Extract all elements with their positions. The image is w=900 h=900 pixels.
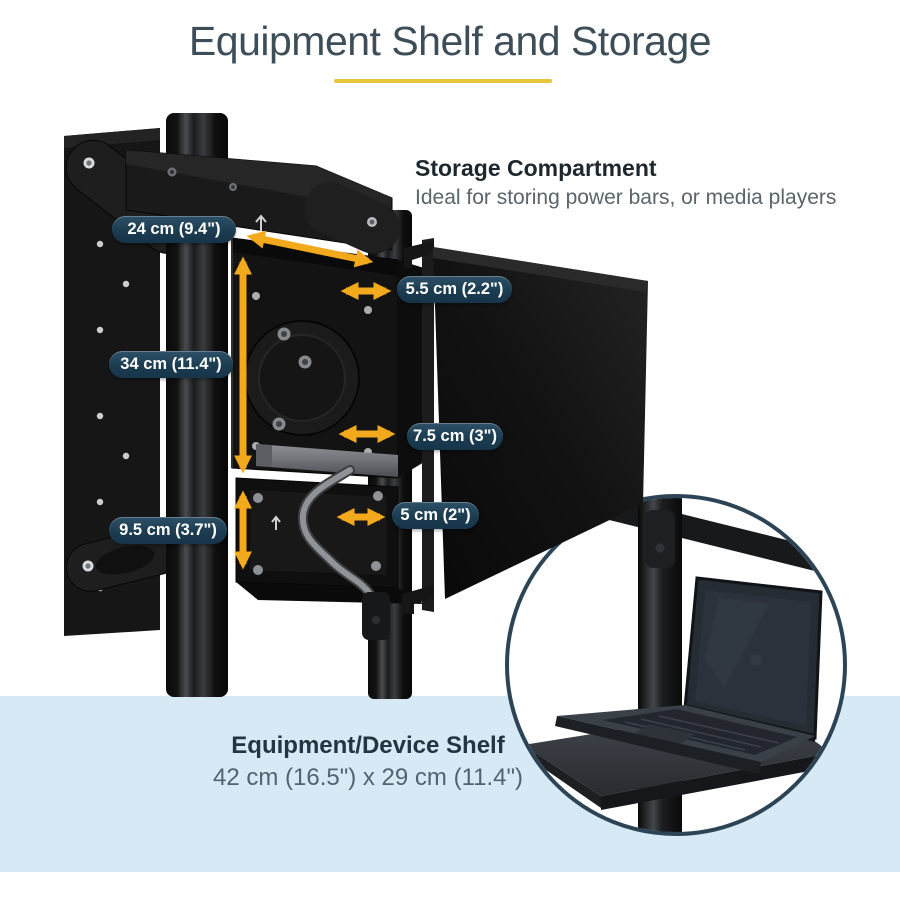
box-hook-bottom (402, 585, 434, 614)
dimension-badge-lower-clearance: 5 cm (2") (392, 502, 479, 529)
alignment-arrow-mark (255, 214, 267, 231)
mount-pole-left (166, 113, 228, 697)
storage-callout-description: Ideal for storing power bars, or media p… (415, 185, 837, 209)
shelf-inset-illustration (523, 498, 843, 832)
shelf-callout-heading: Equipment/Device Shelf (231, 732, 505, 759)
storage-callout: Storage Compartment Ideal for storing po… (415, 154, 845, 211)
shelf-inset-photo (505, 494, 847, 836)
laptop-touchpad (633, 724, 695, 746)
box-hook-top (404, 241, 434, 268)
laptop (555, 576, 823, 774)
shelf-bracket (235, 477, 424, 604)
storage-callout-heading: Storage Compartment (415, 155, 657, 181)
dimension-badge-bracket-height: 9.5 cm (3.7") (109, 517, 227, 544)
top-crossbar (125, 149, 400, 254)
dimension-badge-compartment-depth: 5.5 cm (2.2") (397, 276, 512, 303)
shelf-callout-dimensions: 42 cm (16.5") x 29 cm (11.4") (212, 764, 524, 791)
dimension-arrow-24cm (246, 230, 374, 268)
alignment-arrow-mark (271, 515, 281, 530)
cable (297, 465, 390, 640)
shelf-callout: Equipment/Device Shelf 42 cm (16.5") x 2… (98, 730, 638, 794)
page-title: Equipment Shelf and Storage (188, 18, 712, 64)
dimension-arrows (233, 230, 396, 570)
dimension-badge-plate-height: 34 cm (11.4") (109, 351, 233, 378)
dimension-badge-upper-clearance: 7.5 cm (3") (407, 423, 503, 450)
vesa-mount-plate (231, 237, 424, 479)
swivel-plate (244, 320, 360, 436)
cable (659, 498, 669, 513)
dimension-badge-top-width: 24 cm (9.4") (112, 216, 236, 243)
shelf-bracket-pad (256, 444, 398, 477)
title-underline (334, 79, 552, 83)
cable-clip (645, 510, 675, 568)
